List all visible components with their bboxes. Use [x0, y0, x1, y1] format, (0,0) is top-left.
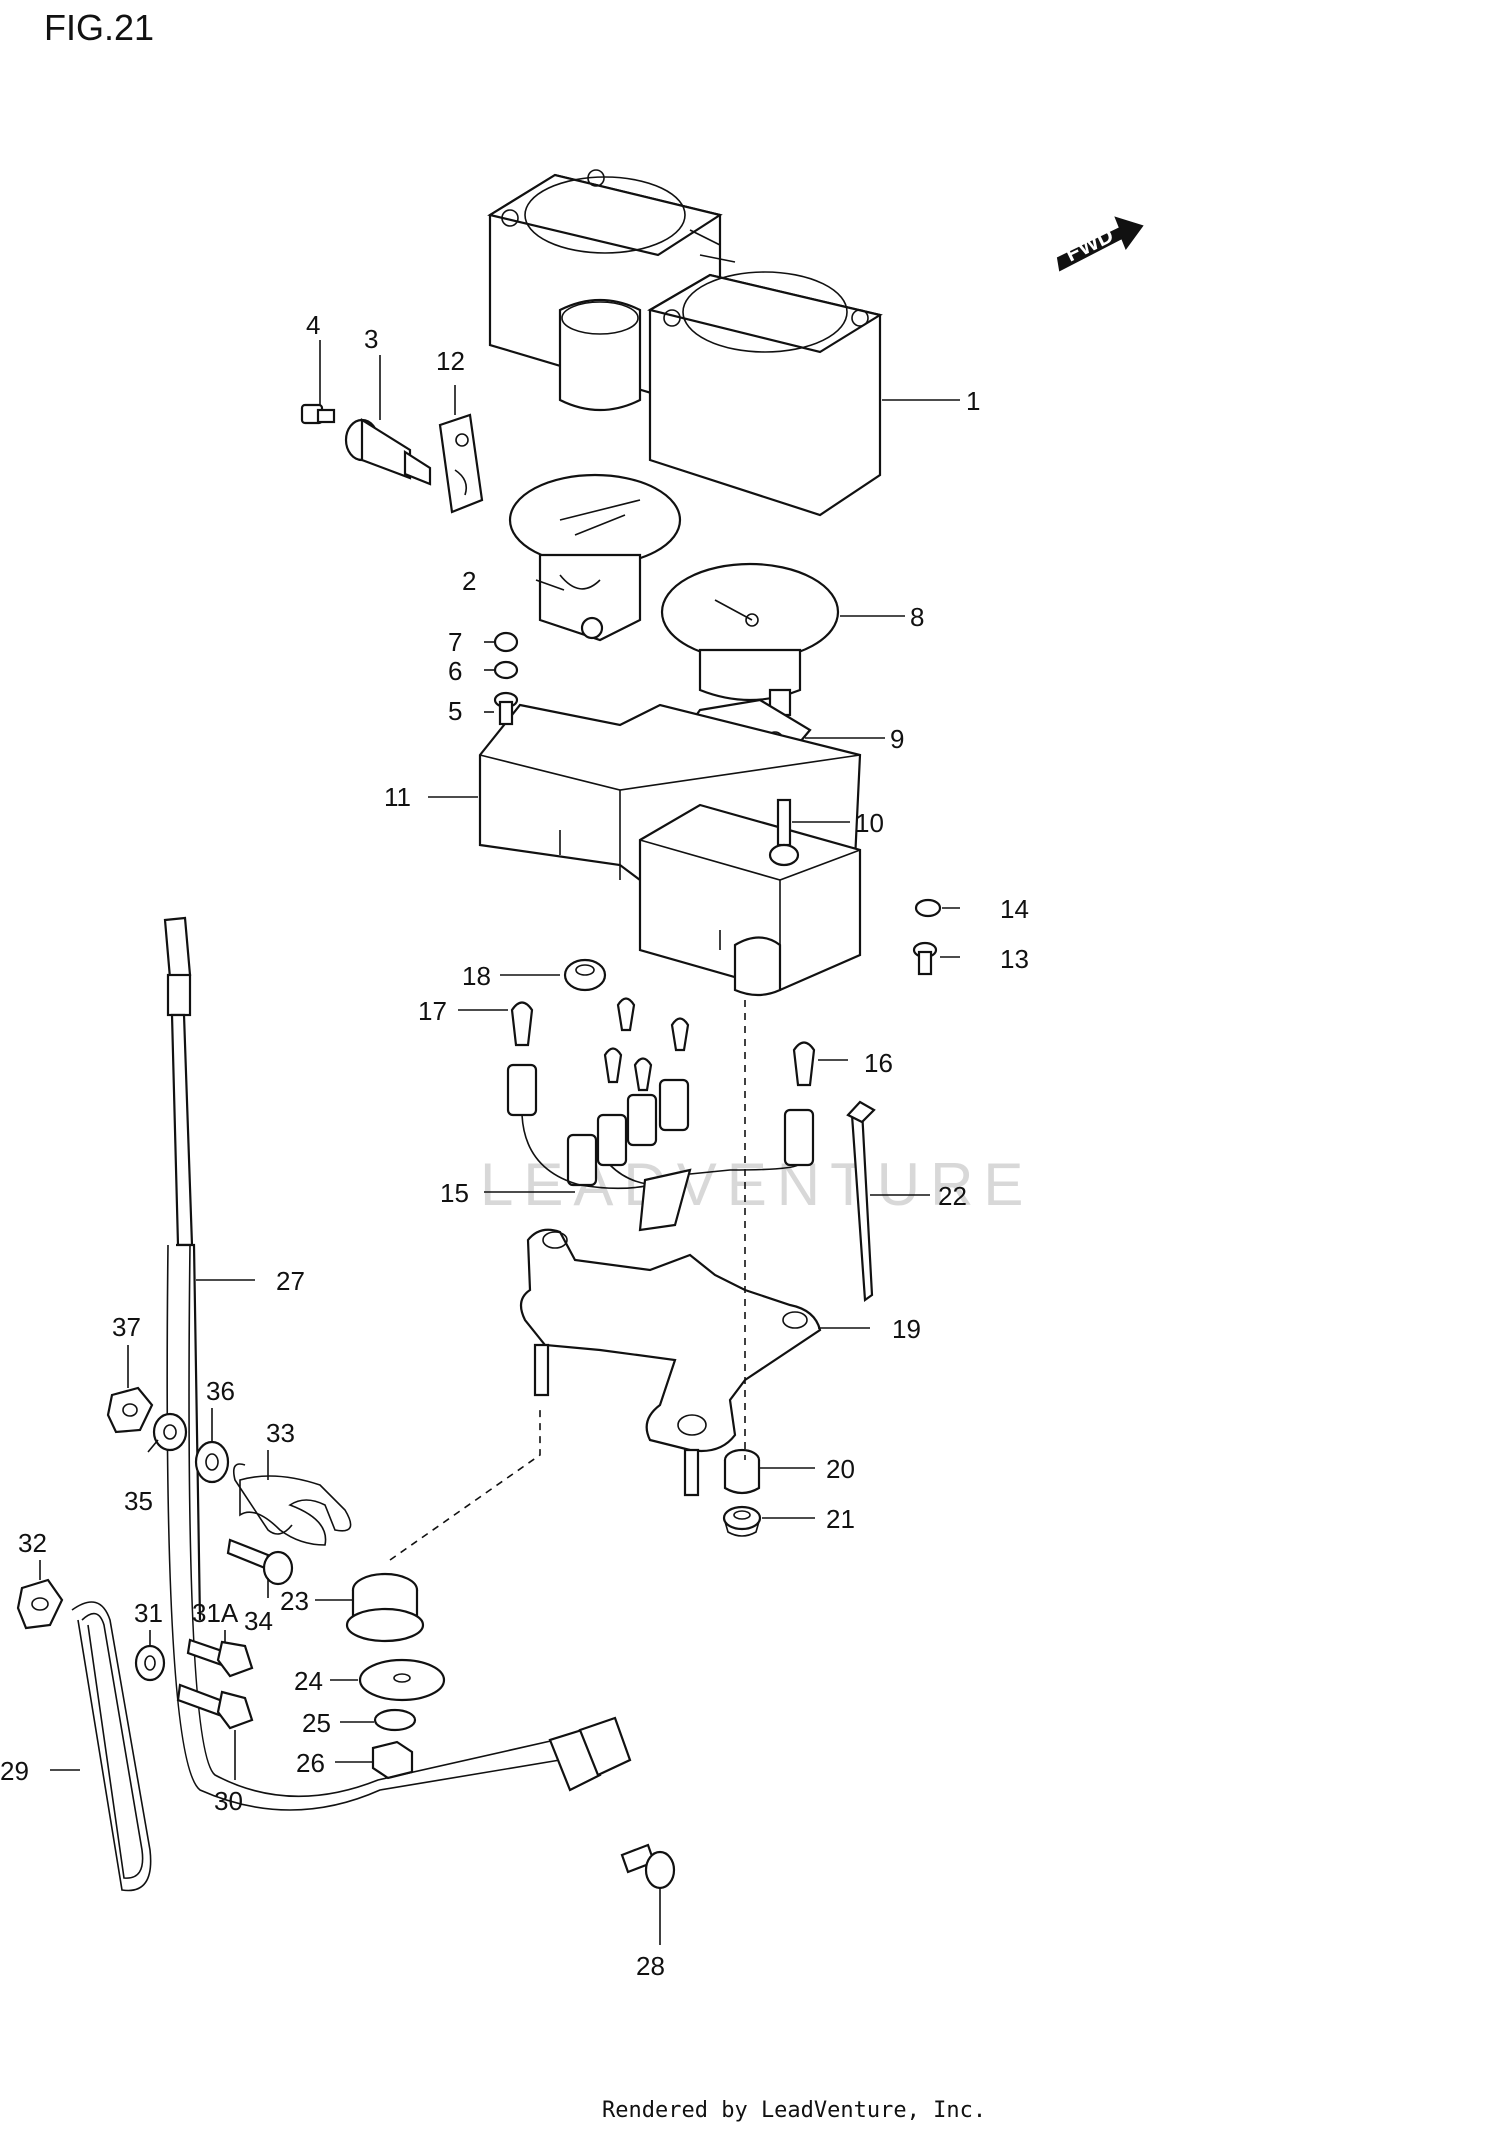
washer-35	[152, 1412, 188, 1452]
tachometer	[508, 473, 682, 642]
cable-guide	[71, 1601, 152, 1892]
speedometer	[660, 562, 840, 717]
callout-9: 9	[890, 724, 904, 754]
callout-3: 3	[364, 324, 378, 354]
callout-25: 25	[302, 1708, 331, 1738]
screw-13	[912, 941, 938, 976]
washer-36	[194, 1440, 230, 1484]
washer-14	[914, 898, 942, 918]
callout-36: 36	[206, 1376, 235, 1406]
bulb-16	[792, 1041, 816, 1087]
forward-label: FWD	[1061, 222, 1117, 266]
callout-22: 22	[938, 1181, 967, 1211]
callout-16: 16	[864, 1048, 893, 1078]
clip-plate	[438, 413, 484, 514]
callout-28: 28	[636, 1951, 665, 1981]
bolt-30	[176, 1683, 254, 1730]
grommet-37	[106, 1386, 154, 1434]
cushion-23	[345, 1572, 425, 1643]
callout-5: 5	[448, 696, 462, 726]
callout-35: 35	[124, 1486, 153, 1516]
callout-8: 8	[910, 602, 924, 632]
callout-32: 32	[18, 1528, 47, 1558]
nut-26	[371, 1740, 414, 1780]
callout-21: 21	[826, 1504, 855, 1534]
callout-11: 11	[384, 782, 411, 812]
callout-10: 10	[855, 808, 884, 838]
callout-24: 24	[294, 1666, 323, 1696]
leader-lines	[39, 340, 960, 1945]
pin-screw	[768, 798, 800, 867]
callout-17: 17	[418, 996, 447, 1026]
bulb-set	[603, 997, 690, 1092]
footer-credit: Rendered by LeadVenture, Inc.	[602, 2098, 986, 2123]
collar-21	[722, 1505, 762, 1537]
callout-6: 6	[448, 656, 462, 686]
meter-case-upper	[487, 169, 883, 517]
assembly-axis-line-2	[389, 1410, 541, 1561]
drive-gear	[344, 418, 432, 486]
bolt-31a	[186, 1638, 254, 1678]
callout-4: 4	[306, 310, 320, 340]
callout-20: 20	[826, 1454, 855, 1484]
callout-15: 15	[440, 1178, 469, 1208]
washer-25	[373, 1708, 417, 1732]
callout-30: 30	[214, 1786, 243, 1816]
callout-33: 33	[266, 1418, 295, 1448]
screw-5	[493, 691, 519, 726]
callout-31a: 31A	[192, 1598, 239, 1628]
callout-labels: 1 2 3 4 5 6 7 8 9 10 11 12 13 14 15 16 1…	[0, 310, 1029, 1981]
callout-37: 37	[112, 1312, 141, 1342]
grommet-32	[16, 1578, 64, 1630]
bulb-17	[510, 1001, 534, 1047]
meter-bracket	[519, 1228, 822, 1497]
cable-clamp	[232, 1463, 352, 1546]
callout-23: 23	[280, 1586, 309, 1616]
callout-26: 26	[296, 1748, 325, 1778]
callout-13: 13	[1000, 944, 1029, 974]
small-screw-4	[300, 403, 336, 425]
callout-29: 29	[0, 1756, 29, 1786]
grommet-18	[563, 958, 607, 992]
plate-washer-24	[358, 1658, 446, 1702]
callout-31: 31	[134, 1598, 163, 1628]
callout-27: 27	[276, 1266, 305, 1296]
bolt-34	[226, 1538, 294, 1586]
speedometer-cable	[163, 916, 632, 1811]
callout-18: 18	[462, 961, 491, 991]
washer-6	[493, 660, 519, 680]
washer-31	[134, 1644, 166, 1682]
callout-14: 14	[1000, 894, 1029, 924]
figure-title: FIG.21	[44, 7, 154, 48]
bolt-28	[620, 1843, 676, 1890]
forward-direction-arrow: FWD	[1056, 216, 1144, 272]
meter-case-lower	[478, 703, 862, 997]
callout-34: 34	[244, 1606, 273, 1636]
callout-7: 7	[448, 627, 462, 657]
callout-19: 19	[892, 1314, 921, 1344]
callout-1: 1	[966, 386, 980, 416]
callout-2: 2	[462, 566, 476, 596]
tie-strap	[846, 1100, 876, 1303]
washer-7	[493, 631, 519, 653]
callout-12: 12	[436, 346, 465, 376]
grommet-20	[723, 1448, 761, 1495]
wire-harness	[506, 1063, 815, 1232]
